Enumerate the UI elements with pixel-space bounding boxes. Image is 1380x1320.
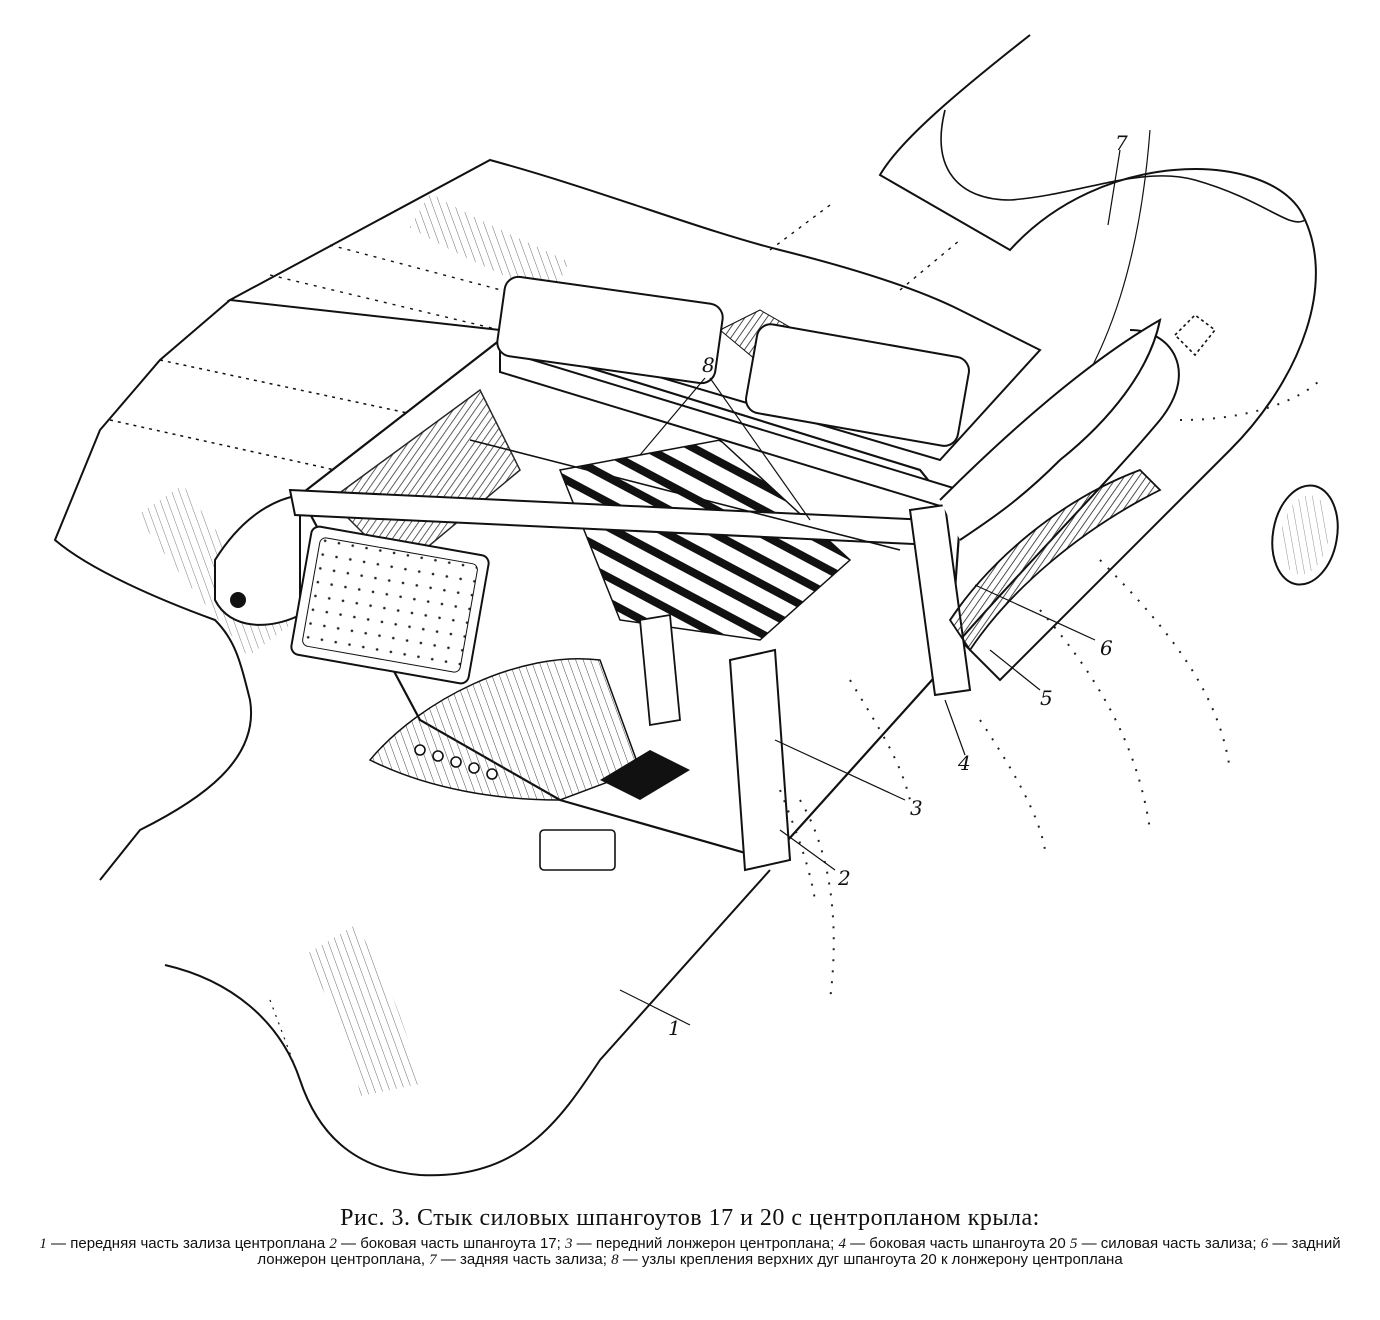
callout-7: 7 [1115,131,1128,155]
legend-item: 4 — боковая часть шпангоута 20 [838,1235,1070,1253]
frame-20-side [908,503,972,697]
legend-item: 8 — узлы крепления верхних дуг шпангоута… [611,1251,1123,1269]
caption-legend: 1 — передняя часть зализа центроплана 2 … [20,1235,1360,1269]
power-fairing [948,468,1162,652]
callout-1: 1 [668,1016,681,1040]
legend-item: 2 — боковая часть шпангоута 17; [329,1235,565,1253]
front-fairing [164,869,771,1177]
figure-caption: Рис. 3. Стык силовых шпангоутов 17 и 20 … [20,1205,1360,1268]
legend-item: 6 — задний лонжерон центроплана, [257,1235,1341,1268]
callout-6: 6 [1100,636,1113,660]
legend-item: 1 — передняя часть зализа центроплана [39,1235,330,1253]
technical-drawing: 1 2 3 4 5 6 7 8 [53,34,1339,1177]
callout-2: 2 [837,866,851,890]
caption-title: Рис. 3. Стык силовых шпангоутов 17 и 20 … [340,1205,1040,1231]
callout-5: 5 [1040,686,1053,710]
callout-4: 4 [957,751,971,775]
callout-3: 3 [910,796,923,820]
callout-8: 8 [702,353,715,377]
hatch-panel-right [745,323,970,447]
legend-item: 3 — передний лонжерон центроплана; [564,1235,839,1253]
frame-17-side [728,648,792,872]
legend-item: 5 — силовая часть зализа; [1069,1235,1261,1253]
legend-item: 7 — задняя часть зализа; [429,1251,612,1269]
left-wing-skin [53,299,253,881]
rear-fairing-shell [878,34,1317,682]
hatch-panel-left [496,275,724,385]
